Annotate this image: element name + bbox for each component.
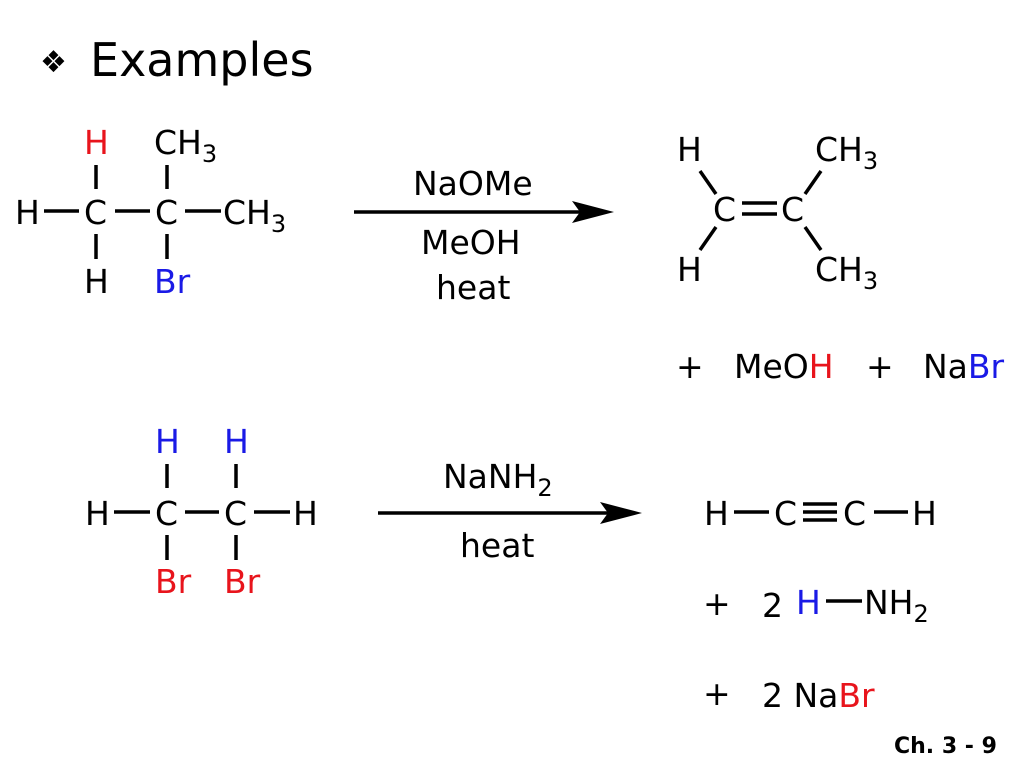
p2-h-left: H — [704, 494, 729, 533]
r1-c1: C — [84, 193, 108, 232]
r2-c2: C — [224, 494, 248, 533]
r1-meoh: MeOH — [734, 347, 834, 386]
r2-coef1: 2 — [762, 586, 783, 625]
slide-title: Examples — [90, 33, 314, 87]
p1-c1: C — [713, 190, 737, 229]
r2-h-right: H — [293, 494, 318, 533]
r1-ch3-top: CH3 — [154, 123, 218, 168]
r1-plus1: + — [676, 347, 704, 386]
r2-reagent-below: heat — [460, 526, 535, 565]
p2-h-right: H — [912, 494, 937, 533]
r2-c1: C — [155, 494, 179, 533]
r2-h-amine: H — [796, 583, 821, 622]
r2-plus1: + — [703, 584, 731, 623]
p2-c2: C — [843, 494, 867, 533]
arrow1-head — [572, 201, 614, 223]
r1-br: Br — [154, 262, 191, 301]
p1-ch3-bottom: CH3 — [815, 250, 879, 295]
slide-footer: Ch. 3 - 9 — [894, 734, 997, 759]
arrow2-head — [600, 502, 642, 524]
p1-h-bottom: H — [677, 250, 702, 289]
r1-h-bottom: H — [84, 262, 109, 301]
r1-nabr: NaBr — [923, 347, 1005, 386]
bond-p1-c1-h — [698, 226, 718, 251]
r2-h-top2: H — [224, 422, 249, 461]
r1-h-left: H — [15, 193, 40, 232]
bullet-icon: ❖ — [40, 45, 67, 80]
r1-reagent-below1: MeOH — [421, 223, 521, 262]
bond-p1-h-c1 — [698, 170, 718, 195]
r2-br2: Br — [224, 562, 261, 601]
r1-ch3-right: CH3 — [223, 193, 287, 238]
r1-c2: C — [155, 193, 179, 232]
r2-reagent-above: NaNH2 — [443, 457, 553, 502]
r2-plus2: + — [703, 674, 731, 713]
r2-h-top1: H — [155, 422, 180, 461]
p1-ch3-top: CH3 — [815, 130, 879, 175]
r2-h-left: H — [85, 494, 110, 533]
r2-br1: Br — [155, 562, 192, 601]
bond-p1-c2-ch3bottom — [803, 226, 823, 251]
r1-reagent-above: NaOMe — [413, 164, 533, 203]
p1-h-top: H — [677, 130, 702, 169]
p1-c2: C — [781, 190, 805, 229]
p2-c1: C — [774, 494, 798, 533]
r2-nh2: NH2 — [864, 583, 929, 628]
r1-plus2: + — [866, 347, 894, 386]
bond-p1-c2-ch3top — [803, 170, 823, 195]
r1-h-top: H — [84, 123, 109, 162]
r2-nabr: 2 NaBr — [762, 676, 875, 715]
r1-reagent-below2: heat — [436, 268, 511, 307]
